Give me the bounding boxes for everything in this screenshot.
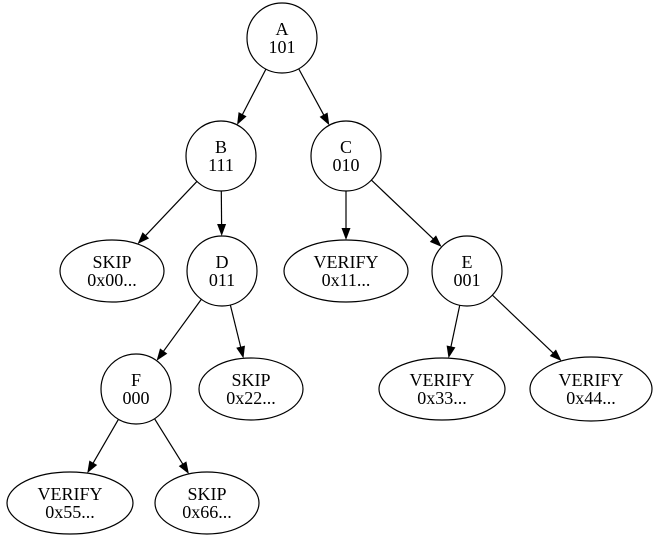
node-verify-0x44-label-line1: VERIFY [558, 370, 623, 390]
node-D-circle [186, 235, 258, 307]
node-C-label-line2: 010 [333, 155, 360, 175]
edge-D-to-skip-0x22 [229, 304, 245, 359]
node-A-label-line2: 101 [269, 37, 296, 57]
node-verify-0x44-ellipse [529, 356, 653, 422]
edge-F-to-skip-0x66 [153, 418, 189, 474]
node-verify-0x11-ellipse [283, 239, 409, 303]
node-B-label-line1: B [215, 137, 227, 157]
edge-F-to-verify-0x55 [87, 418, 119, 474]
node-A-circle [246, 2, 318, 74]
node-skip-0x00-ellipse [59, 239, 165, 303]
node-E-circle [431, 235, 503, 307]
edge-C-to-verify-0x11 [341, 191, 351, 240]
node-verify-0x11-label-line2: 0x11... [322, 270, 371, 290]
node-verify-0x44: VERIFY0x44... [529, 356, 653, 422]
node-B-label-line2: 111 [208, 155, 234, 175]
node-skip-0x22-label-line1: SKIP [231, 370, 270, 390]
node-skip-0x00-label-line1: SKIP [92, 252, 131, 272]
node-verify-0x11: VERIFY0x11... [283, 239, 409, 303]
edge-B-to-skip-0x00 [137, 180, 198, 245]
node-skip-0x66: SKIP0x66... [154, 471, 260, 535]
node-verify-0x44-label-line2: 0x44... [566, 388, 616, 408]
node-B-circle [185, 120, 257, 192]
node-skip-0x00: SKIP0x00... [59, 239, 165, 303]
node-E-label-line1: E [462, 252, 473, 272]
node-E-label-line2: 001 [454, 270, 481, 290]
node-D-label-line1: D [216, 252, 229, 272]
edge-A-to-B [237, 68, 267, 125]
node-F-label-line1: F [131, 370, 141, 390]
node-verify-0x55-label-line1: VERIFY [37, 484, 102, 504]
node-verify-0x55-ellipse [6, 471, 134, 535]
node-skip-0x00-label-line2: 0x00... [87, 270, 137, 290]
node-C-circle [310, 120, 382, 192]
node-skip-0x22: SKIP0x22... [198, 357, 304, 421]
node-D-label-line2: 011 [209, 270, 235, 290]
node-A-label-line1: A [276, 19, 289, 39]
node-verify-0x11-label-line1: VERIFY [313, 252, 378, 272]
edge-B-to-D [217, 190, 227, 237]
node-verify-0x55-label-line2: 0x55... [45, 502, 95, 522]
node-skip-0x66-ellipse [154, 471, 260, 535]
node-skip-0x66-label-line1: SKIP [187, 484, 226, 504]
edge-E-to-verify-0x44 [491, 294, 562, 361]
node-skip-0x66-label-line2: 0x66... [182, 502, 232, 522]
edge-D-to-F [156, 298, 202, 361]
node-skip-0x22-ellipse [198, 357, 304, 421]
node-C-label-line1: C [340, 137, 352, 157]
node-F-label-line2: 000 [123, 388, 150, 408]
node-verify-0x33: VERIFY0x33... [378, 357, 506, 421]
edge-C-to-E [370, 179, 442, 247]
edge-A-to-C [298, 68, 330, 126]
node-verify-0x33-ellipse [378, 357, 506, 421]
node-skip-0x22-label-line2: 0x22... [226, 388, 276, 408]
node-verify-0x33-label-line2: 0x33... [417, 388, 467, 408]
node-verify-0x55: VERIFY0x55... [6, 471, 134, 535]
node-F-circle [100, 353, 172, 425]
edge-E-to-verify-0x33 [446, 305, 461, 359]
node-verify-0x33-label-line1: VERIFY [409, 370, 474, 390]
